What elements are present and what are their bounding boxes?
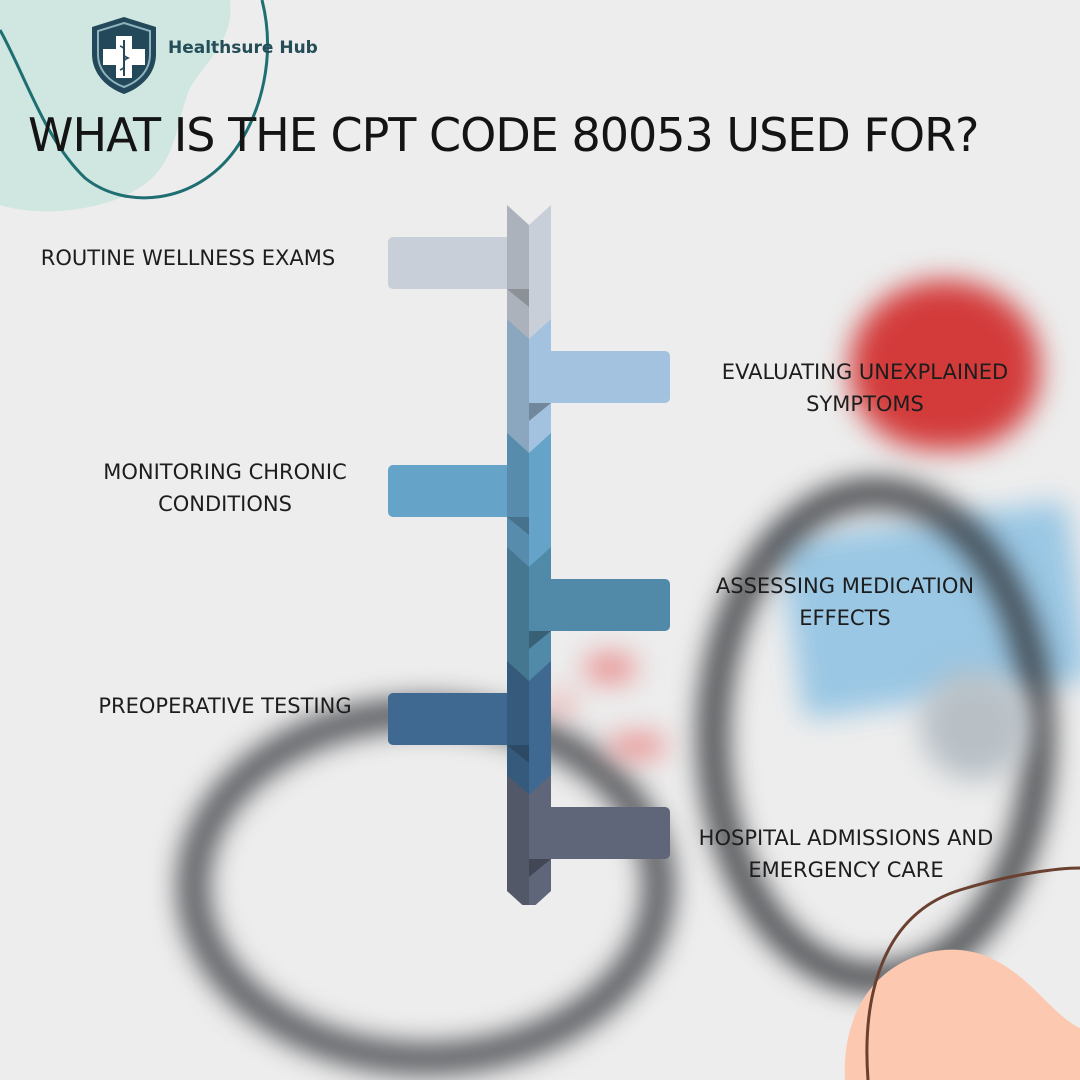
step-label-line: HOSPITAL ADMISSIONS AND (698, 826, 994, 850)
shield-caduceus-icon (92, 17, 156, 94)
tab-fold (529, 403, 551, 421)
chevron-right-half (529, 205, 551, 341)
step-label-5: PREOPERATIVE TESTING (70, 690, 380, 722)
step-label-line: MONITORING CHRONIC (103, 460, 347, 484)
blurred-pill-3 (545, 695, 575, 713)
tab-fold (507, 517, 529, 535)
step-label-line: ROUTINE WELLNESS EXAMS (40, 246, 336, 270)
tab-fold (507, 289, 529, 307)
chevron-left-half (507, 661, 529, 797)
chevron-right-half (529, 433, 551, 569)
chevron-left-half (507, 433, 529, 569)
blurred-pill (585, 655, 635, 681)
mint-blob (0, 0, 231, 212)
tab-fold (507, 745, 529, 763)
step-label-6: HOSPITAL ADMISSIONS AND EMERGENCY CARE (676, 822, 1016, 886)
ribbon-step-4 (507, 547, 670, 683)
step-tab (388, 465, 529, 517)
step-label-line: EVALUATING UNEXPLAINED (721, 360, 1009, 384)
chevron-right-half (529, 319, 551, 455)
step-tab (529, 579, 670, 631)
step-tab (529, 351, 670, 403)
chevron-right-half (529, 547, 551, 683)
step-label-2: EVALUATING UNEXPLAINED SYMPTOMS (700, 356, 1030, 420)
page-title: WHAT IS THE CPT CODE 80053 USED FOR? (28, 108, 979, 162)
brand-name: Healthsure Hub (168, 38, 318, 58)
blurred-chest-piece (920, 670, 1030, 780)
chevron-right-half (529, 661, 551, 797)
step-ribbon (388, 205, 670, 905)
step-tab (529, 807, 670, 859)
chevron-left-half (507, 775, 529, 905)
step-tab (388, 693, 529, 745)
brown-curve-line (865, 866, 1080, 1080)
step-label-1: ROUTINE WELLNESS EXAMS (28, 242, 348, 274)
step-label-line: CONDITIONS (158, 492, 292, 516)
chevron-left-half (507, 205, 529, 341)
step-tab (388, 237, 529, 289)
chevron-left-half (507, 319, 529, 455)
step-label-line: EFFECTS (799, 606, 891, 630)
ribbon-step-6 (507, 775, 670, 905)
ribbon-step-2 (507, 319, 670, 455)
step-label-line: SYMPTOMS (806, 392, 924, 416)
blurred-pill-2 (610, 735, 665, 757)
ribbon-step-3 (388, 433, 551, 569)
ribbon-step-1 (388, 205, 551, 341)
step-label-3: MONITORING CHRONIC CONDITIONS (70, 456, 380, 520)
tab-fold (529, 631, 551, 649)
chevron-left-half (507, 547, 529, 683)
tab-fold (529, 859, 551, 877)
blurred-heart (850, 280, 1040, 450)
step-label-line: ASSESSING MEDICATION (715, 574, 975, 598)
step-label-4: ASSESSING MEDICATION EFFECTS (690, 570, 1000, 634)
step-label-line: PREOPERATIVE TESTING (98, 694, 352, 718)
chevron-right-half (529, 775, 551, 905)
step-label-line: EMERGENCY CARE (748, 858, 944, 882)
teal-curve-line (0, 0, 269, 200)
ribbon-step-5 (388, 661, 551, 797)
peach-blob (844, 949, 1080, 1080)
